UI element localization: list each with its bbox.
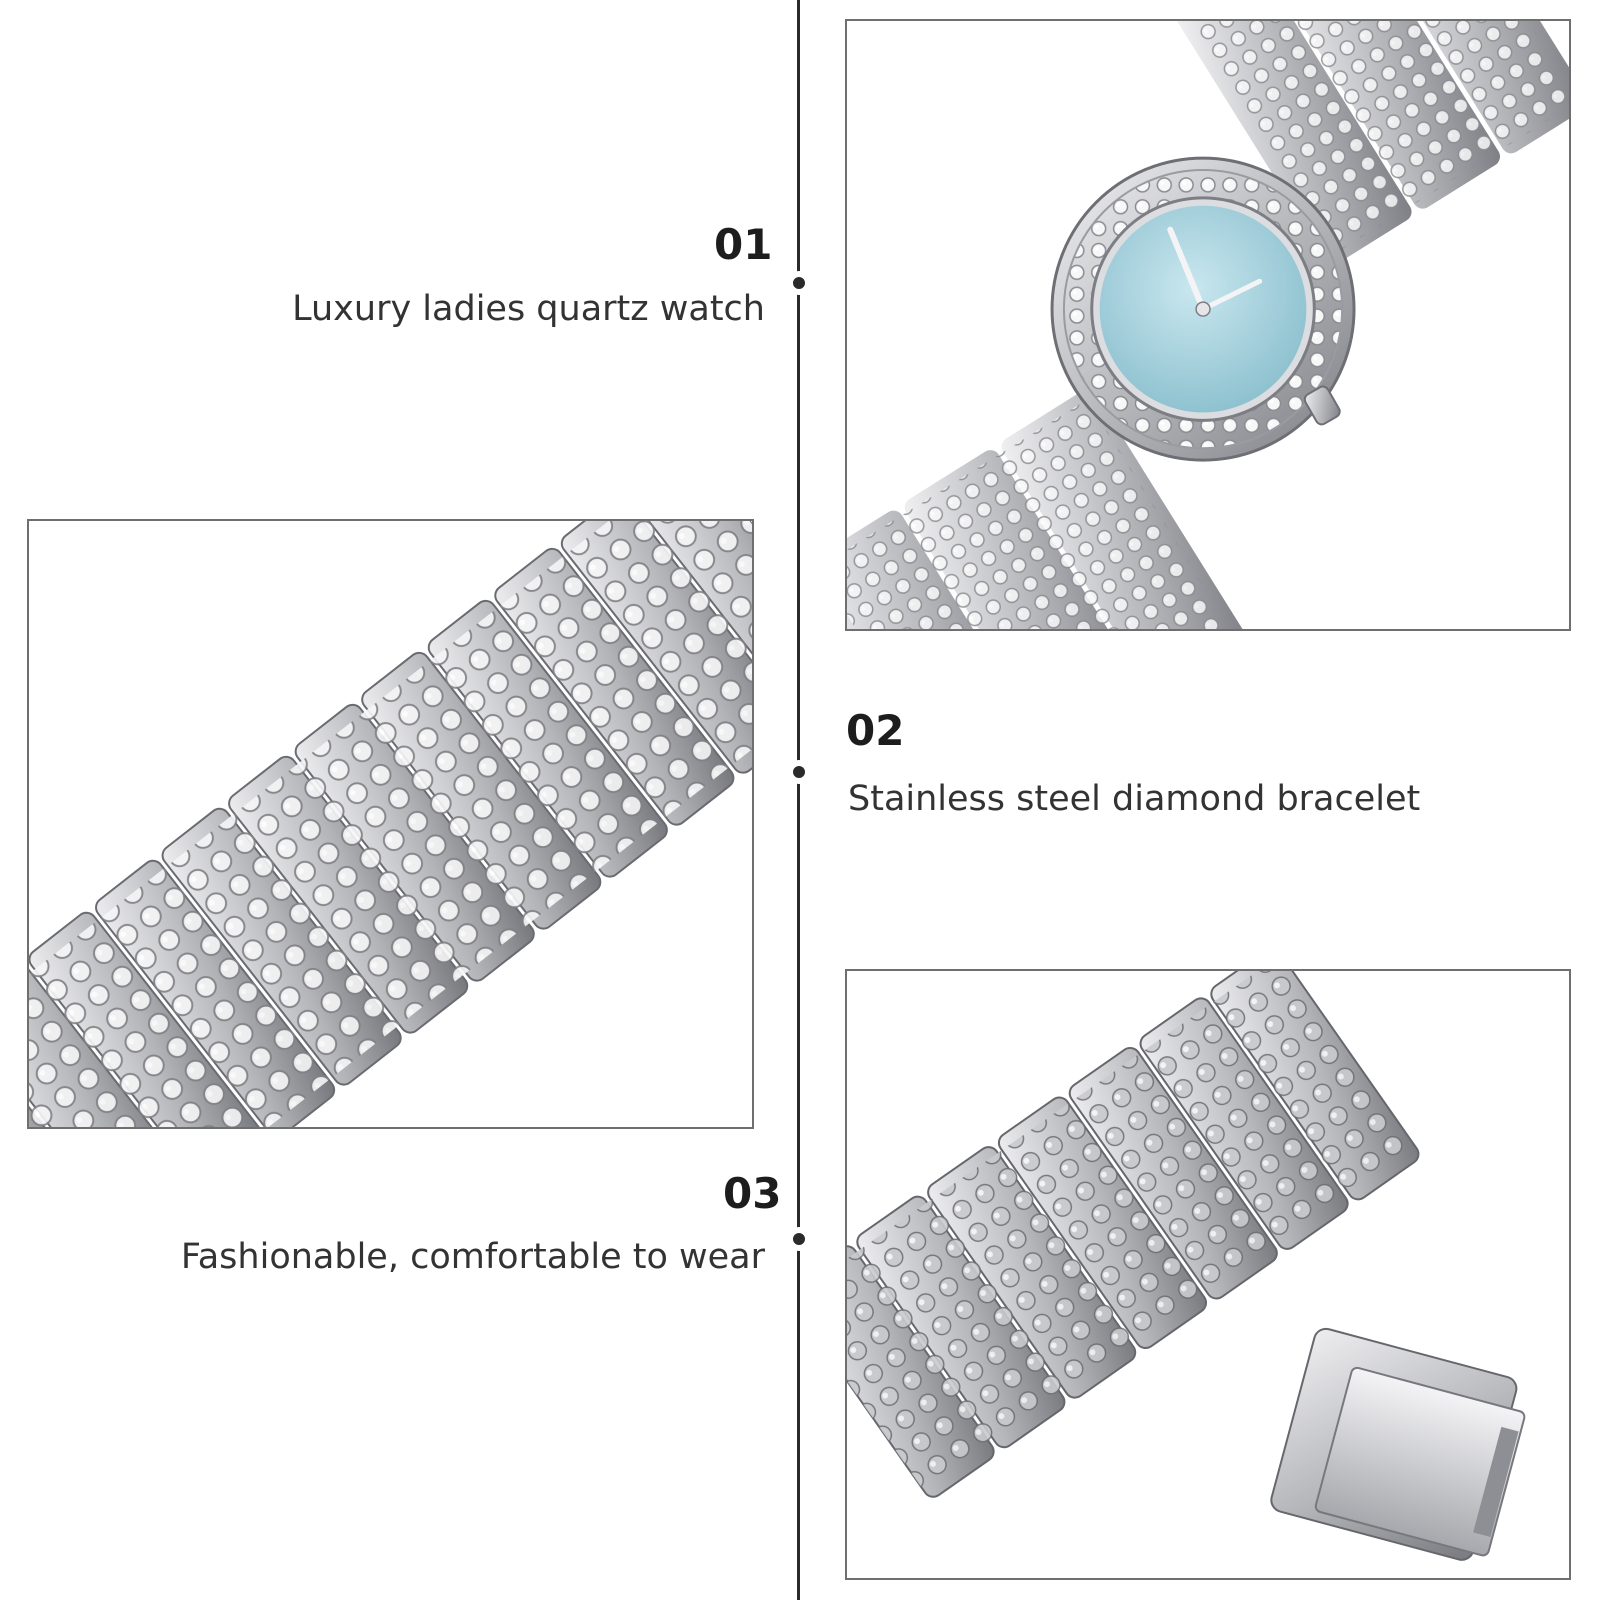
- feature-text-02: Stainless steel diamond bracelet: [848, 779, 1421, 819]
- timeline-vertical-line: [797, 0, 800, 1600]
- watch-face-photo: [845, 19, 1571, 631]
- timeline-dot-03: [787, 1227, 811, 1251]
- feature-text-03: Fashionable, comfortable to wear: [180, 1237, 765, 1277]
- watch-illustration: [847, 21, 1569, 629]
- feature-text-01: Luxury ladies quartz watch: [292, 289, 765, 329]
- feature-number-02: 02: [846, 706, 905, 755]
- feature-number-03: 03: [723, 1169, 782, 1218]
- timeline-dot-01: [787, 271, 811, 295]
- feature-number-01: 01: [714, 220, 773, 269]
- timeline-dot-02: [787, 760, 811, 784]
- bracelet-clasp-photo: [845, 969, 1571, 1580]
- bracelet-links-photo: [27, 519, 754, 1129]
- bracelet-links-illustration: [29, 521, 752, 1127]
- bracelet-clasp-illustration: [847, 971, 1526, 1561]
